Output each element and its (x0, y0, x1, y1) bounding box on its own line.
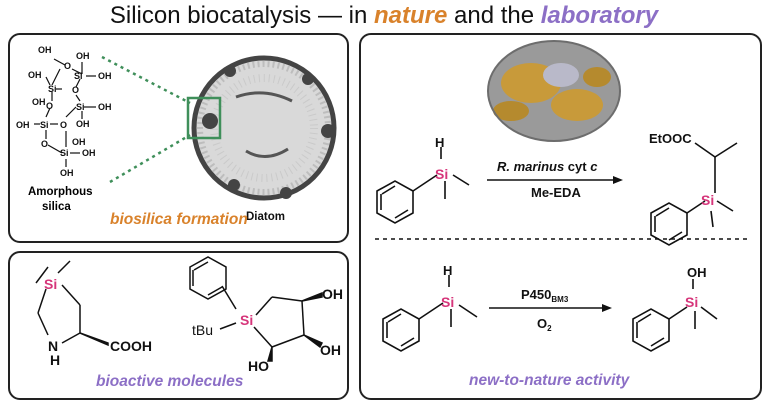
oh-label: OH (60, 168, 74, 178)
title-middle: and the (447, 2, 541, 29)
biosilica-figure: OH O OH Si OH OH Si O OH Si OH O OH Si O… (16, 45, 337, 223)
oh-label: OH (98, 71, 112, 81)
product-1 (650, 142, 738, 246)
o-label: O (64, 61, 71, 71)
reaction-arrow-1-head (613, 176, 623, 184)
si-atom: Si (701, 192, 714, 208)
h-atom: H (443, 263, 452, 278)
zoom-box (186, 96, 222, 140)
h-atom: H (435, 135, 444, 150)
si-atom: Si (685, 294, 698, 310)
caption-new-to-nature: new-to-nature activity (469, 372, 630, 389)
oh-label: OH (98, 102, 112, 112)
caption-biosilica: biosilica formation (110, 211, 248, 228)
oh-label: OH (82, 148, 96, 158)
si-label: Si (40, 120, 49, 130)
title-nature: nature (373, 2, 448, 29)
new-to-nature-figure: H Si R. marinus cyt c Me-EDA EtOOC Si (375, 40, 749, 352)
catalyst-protein-letter: c (590, 159, 598, 174)
title-prefix: Silicon biocatalysis — in (109, 2, 374, 29)
product-2-hydroxyl: OH (687, 265, 707, 280)
protein-structure-image (487, 40, 621, 142)
oh-label: OH (38, 45, 52, 55)
si-label: Si (76, 102, 85, 112)
reagent-2-name: O (537, 316, 547, 331)
o-label: O (72, 85, 79, 95)
oh-group: OH (322, 286, 343, 302)
catalyst-protein: cyt (564, 159, 590, 174)
panel-biosilica: OH O OH Si OH OH Si O OH Si OH O OH Si O… (8, 33, 349, 243)
caption-bioactive: bioactive molecules (96, 373, 244, 390)
o-label: O (46, 101, 53, 111)
si-atom: Si (240, 312, 253, 328)
catalyst-2-subscript: BM3 (551, 295, 568, 304)
si-label: Si (60, 148, 69, 158)
nitrogen-atom: N (48, 338, 58, 354)
catalyst-1-label: R. marinus cyt c (497, 159, 598, 174)
oh-label: OH (16, 120, 30, 130)
molecule-silyl-sugar (189, 256, 324, 362)
catalyst-organism: R. marinus (497, 159, 564, 174)
reagent-2-subscript: 2 (547, 324, 552, 333)
diatom-label: Diatom (246, 211, 285, 223)
molecule-silaproline (35, 260, 109, 347)
tbu-group: tBu (192, 322, 213, 338)
diatom-image: Diatom (191, 55, 337, 223)
reagent-2-label: O2 (537, 316, 552, 333)
oh-label: OH (32, 97, 46, 107)
figure-title: Silicon biocatalysis — in nature and the… (0, 2, 768, 32)
si-atom: Si (435, 166, 448, 182)
oh-label: OH (76, 119, 90, 129)
silica-label-line2: silica (42, 201, 71, 213)
title-laboratory: laboratory (540, 2, 659, 29)
o-label: O (41, 139, 48, 149)
bioactive-figure: Si N H COOH Si tBu OH OH HO (35, 256, 343, 374)
oh-label: OH (76, 51, 90, 61)
zoom-lines (101, 55, 191, 184)
reagent-1-label: Me-EDA (531, 185, 581, 200)
oh-label: OH (28, 70, 42, 80)
cooh-group: COOH (110, 338, 152, 354)
oh-group: OH (320, 342, 341, 358)
silica-label-line1: Amorphous (28, 186, 93, 198)
reactant-1 (376, 147, 470, 224)
si-label: Si (48, 84, 57, 94)
panel-new-to-nature: H Si R. marinus cyt c Me-EDA EtOOC Si (359, 33, 762, 400)
product-1-ester: EtOOC (649, 131, 692, 146)
product-2 (632, 279, 718, 352)
reaction-arrow-2-head (602, 304, 612, 312)
catalyst-2-name: P450 (521, 287, 551, 302)
si-label: Si (74, 71, 83, 81)
o-label: O (60, 120, 67, 130)
panel-bioactive: Si N H COOH Si tBu OH OH HO (8, 251, 349, 400)
silica-network: OH O OH Si OH OH Si O OH Si OH O OH Si O… (16, 45, 112, 213)
hydrogen-atom: H (50, 352, 60, 368)
si-atom: Si (44, 276, 57, 292)
catalyst-2-label: P450BM3 (521, 287, 569, 304)
ho-group: HO (248, 358, 269, 374)
oh-label: OH (72, 137, 86, 147)
reactant-2 (382, 275, 478, 352)
si-atom: Si (441, 294, 454, 310)
